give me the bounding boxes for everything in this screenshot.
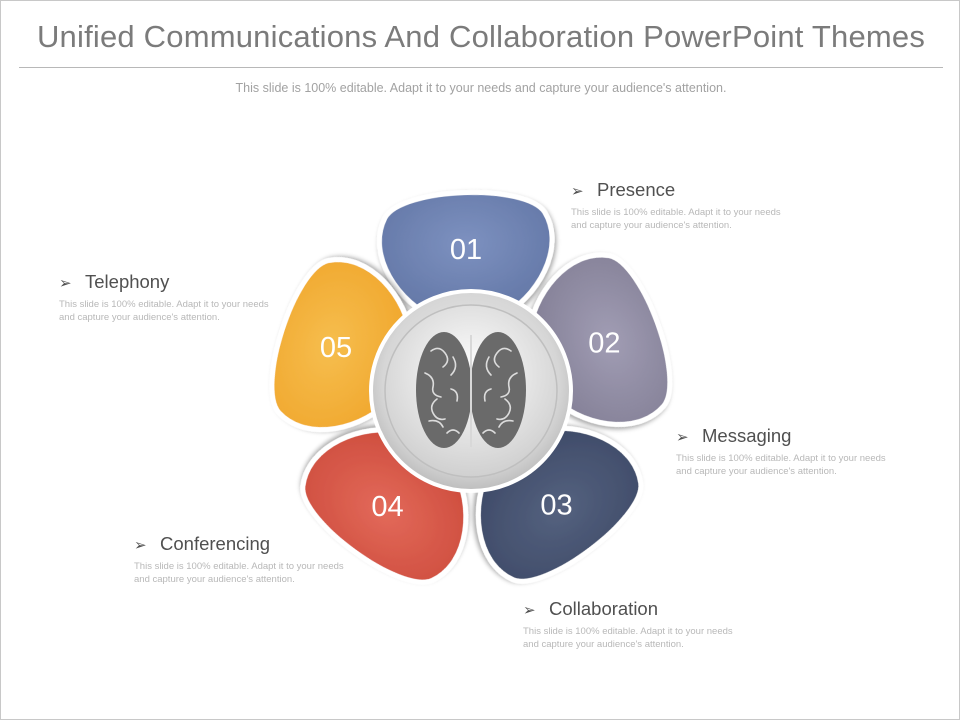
petal-number: 01 [450, 234, 482, 266]
arrowhead-bullet-icon: ➢ [134, 537, 147, 554]
slide-title: Unified Communications And Collaboration… [36, 19, 926, 54]
label-telephony: ➢ Telephony This slide is 100% editable. … [59, 271, 284, 324]
label-description: This slide is 100% editable. Adapt it to… [134, 561, 344, 585]
label-description: This slide is 100% editable. Adapt it to… [571, 207, 781, 231]
label-description: This slide is 100% editable. Adapt it to… [523, 626, 733, 650]
petal-number: 04 [371, 491, 403, 523]
arrowhead-bullet-icon: ➢ [571, 183, 584, 200]
slide-subtitle: This slide is 100% editable. Adapt it to… [235, 81, 727, 95]
label-heading: Telephony [85, 271, 170, 292]
label-conferencing: ➢ Conferencing This slide is 100% editabl… [134, 533, 359, 586]
label-heading: Conferencing [160, 533, 271, 554]
petals-layer: 01 02 03 04 05 [269, 190, 673, 585]
petal-number: 03 [540, 489, 572, 521]
arrowhead-bullet-icon: ➢ [676, 429, 689, 446]
center-hub [369, 289, 573, 493]
brain-icon [416, 332, 526, 448]
petal-number: 02 [588, 327, 620, 359]
label-collaboration: ➢ Collaboration This slide is 100% editab… [523, 598, 748, 651]
label-presence: ➢ Presence This slide is 100% editable. A… [571, 179, 796, 232]
label-heading: Messaging [702, 425, 792, 446]
label-description: This slide is 100% editable. Adapt it to… [59, 299, 269, 323]
title-divider [19, 67, 943, 68]
petal-shape [377, 190, 555, 323]
label-description: This slide is 100% editable. Adapt it to… [676, 453, 886, 477]
label-heading: Collaboration [549, 598, 659, 619]
label-heading: Presence [597, 179, 676, 200]
arrowhead-bullet-icon: ➢ [59, 275, 72, 292]
petal-01: 01 [377, 190, 555, 323]
label-messaging: ➢ Messaging This slide is 100% editable. … [676, 425, 901, 478]
arrowhead-bullet-icon: ➢ [523, 602, 536, 619]
petal-number: 05 [320, 332, 352, 364]
